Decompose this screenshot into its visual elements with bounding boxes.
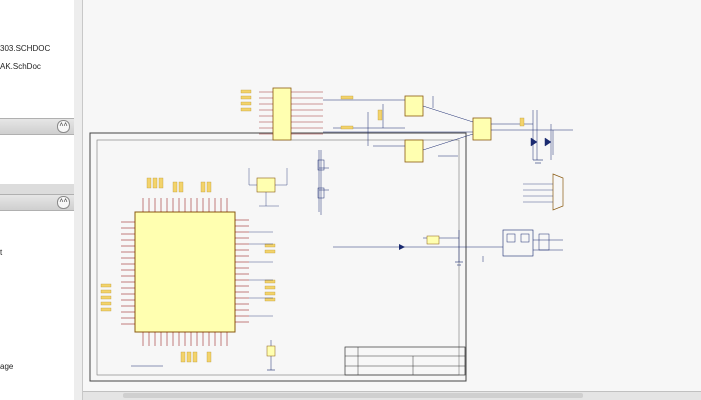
net-labels-top <box>340 95 525 130</box>
resistor-column <box>317 150 325 215</box>
diodes-right <box>530 110 552 160</box>
title-block <box>344 346 466 376</box>
file-item-schdoc-1[interactable]: 303.SCHDOC <box>0 44 51 53</box>
panel-text-fragment: age <box>0 362 14 371</box>
schematic-canvas[interactable] <box>83 0 701 392</box>
double-chevron-up-icon[interactable]: ˄˄ <box>57 196 70 209</box>
relay-block <box>333 229 563 262</box>
double-chevron-up-icon[interactable]: ˄˄ <box>57 120 70 133</box>
scrollbar-thumb[interactable] <box>123 393 583 398</box>
panel-splitter[interactable] <box>74 0 83 400</box>
grounds <box>267 159 543 371</box>
dsub-connector <box>523 173 564 211</box>
schematic-drawing <box>89 87 573 382</box>
reset-circuit <box>131 340 276 370</box>
panel-section-header-1[interactable]: ˄˄ <box>0 118 74 135</box>
connector-chip <box>240 87 323 141</box>
mcu-chip <box>100 177 276 363</box>
panel-gap <box>0 184 74 194</box>
file-item-schdoc-2[interactable]: AK.SchDoc <box>0 62 41 71</box>
crystal-block <box>248 168 288 207</box>
ic-chip-upper <box>404 95 492 163</box>
wires-top <box>318 96 573 212</box>
panel-text-fragment: t <box>0 248 3 257</box>
panel-section-header-2[interactable]: ˄˄ <box>0 194 74 211</box>
projects-panel: 303.SCHDOC AK.SchDoc ˄˄ ˄˄ t age <box>0 0 75 400</box>
horizontal-scrollbar[interactable] <box>83 391 701 400</box>
